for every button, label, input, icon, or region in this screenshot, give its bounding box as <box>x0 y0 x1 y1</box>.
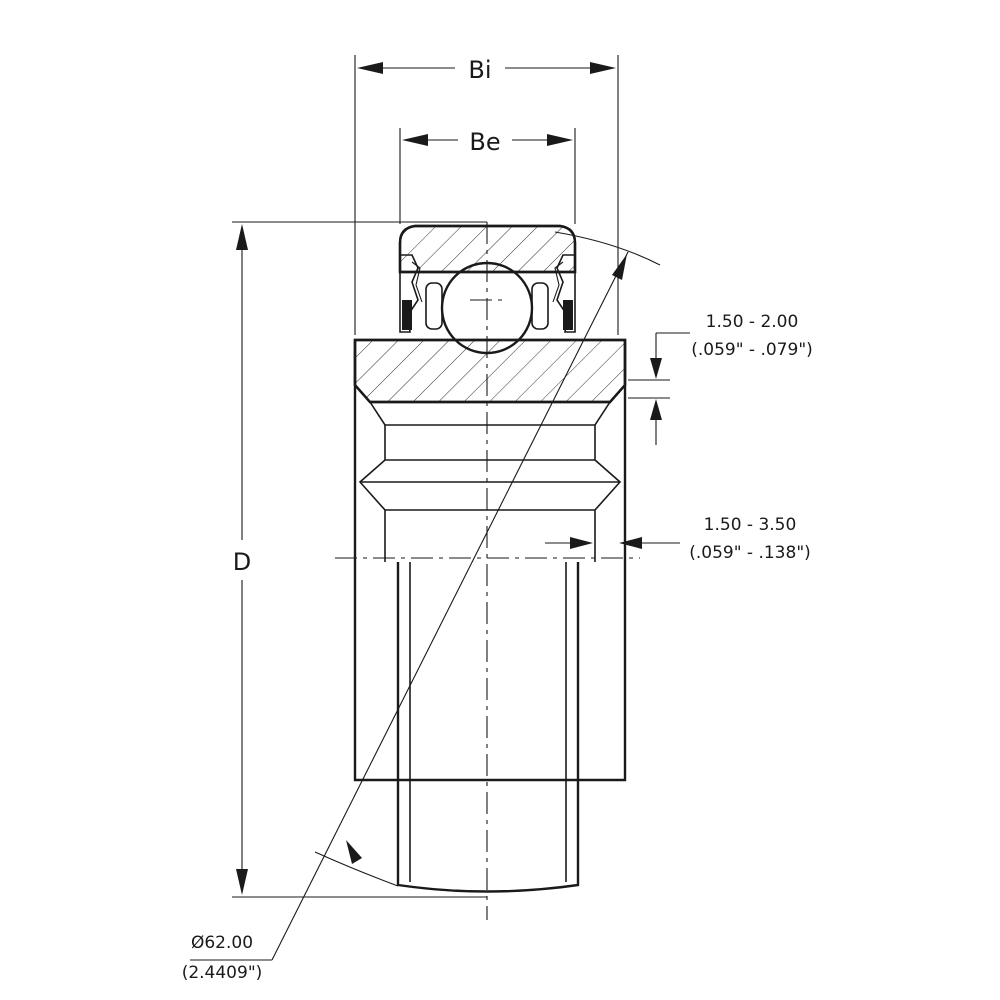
seal-right <box>552 254 576 333</box>
d-label: D <box>233 548 251 576</box>
chamfer-inner-mm-label: 1.50 - 3.50 <box>704 515 797 535</box>
chamfer-outer-in-label: (.059" - .079") <box>691 340 813 360</box>
inner-ring <box>353 338 627 404</box>
seal-left <box>399 254 423 333</box>
be-dimension <box>399 128 576 224</box>
bi-label: Bi <box>468 56 491 84</box>
chamfer-inner-in-label: (.059" - .138") <box>689 543 811 563</box>
chamfer-outer-callout <box>628 332 690 445</box>
diameter-mm-label: Ø62.00 <box>191 933 253 953</box>
chamfer-outer-mm-label: 1.50 - 2.00 <box>706 312 799 332</box>
bore-profile <box>358 401 622 555</box>
center-lines <box>335 222 640 920</box>
shaft <box>384 555 596 893</box>
be-label: Be <box>469 128 500 156</box>
diameter-leader <box>190 231 661 961</box>
bi-dimension <box>354 55 619 335</box>
d-dimension <box>232 221 487 898</box>
chamfer-inner-callout <box>545 537 680 549</box>
diameter-in-label: (2.4409") <box>182 963 263 983</box>
